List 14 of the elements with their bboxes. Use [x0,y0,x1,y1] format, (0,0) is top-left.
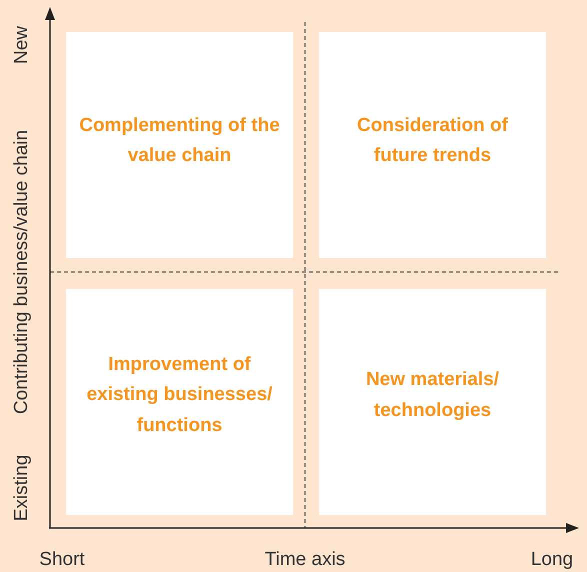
quadrant-box [66,289,293,515]
quadrant-label: Complementing of the value chain [78,114,281,168]
quadrant-box [66,32,293,258]
axis-label: Time axis [264,549,346,571]
axis-label: Contributing business/value chain [11,130,33,414]
quadrant-label: New materials/ technologies [364,368,500,422]
axis-label: Short [39,549,85,571]
quadrant-box [319,32,546,258]
quadrant-box [319,289,546,515]
quadrant-label: Consideration of future trends [356,114,509,168]
axis-label: Existing [11,454,33,522]
axis-label: New [11,26,33,64]
axis-label: Long [530,549,574,571]
quadrant-label: Improvement of existing businesses/ functions [86,352,274,438]
